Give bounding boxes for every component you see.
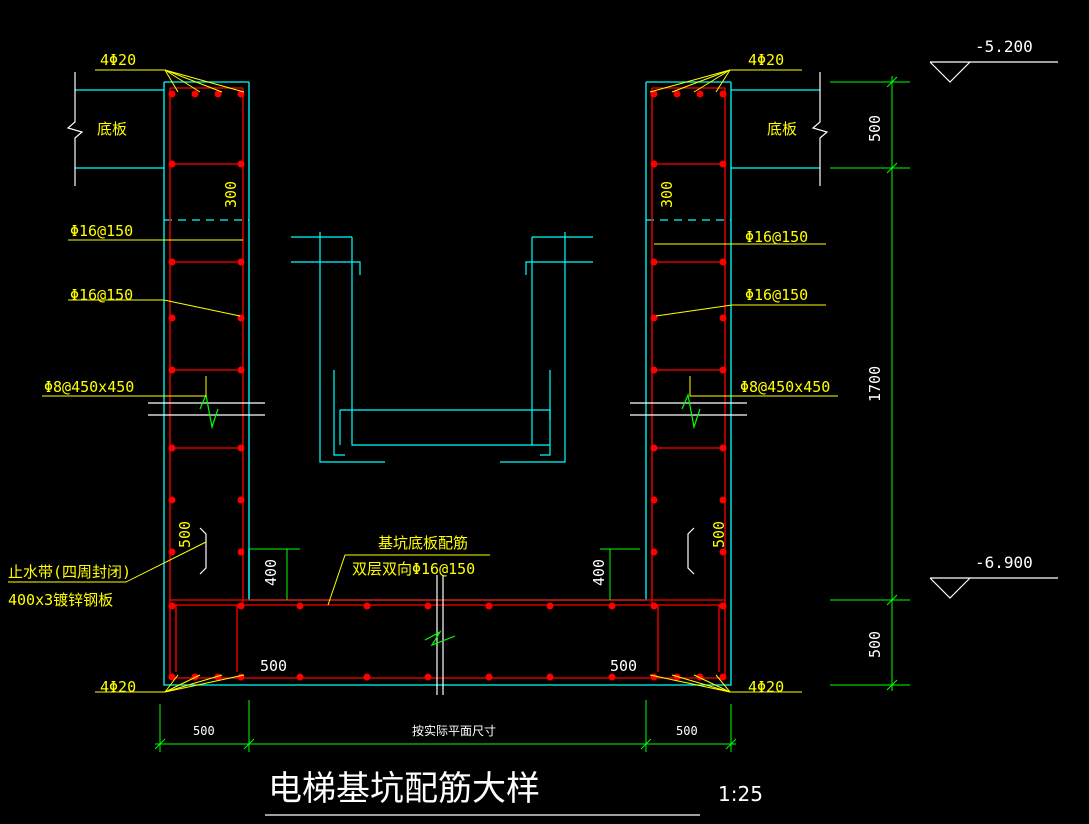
leader-top-right-bars <box>715 69 802 93</box>
wall-break-lines <box>148 402 747 695</box>
label-wall-bar-2-right: Φ16@150 <box>745 286 808 304</box>
leader-tie-left <box>42 376 207 397</box>
leader-waterstop <box>8 541 207 583</box>
label-wall-bar-1-right: Φ16@150 <box>745 228 808 246</box>
waterstop-marks <box>199 527 695 575</box>
label-bottom-left-bars: 4Φ20 <box>100 678 136 696</box>
rebar-dots <box>168 90 727 681</box>
label-dim-400-right: 400 <box>590 559 608 586</box>
label-dim-right-1700: 1700 <box>866 366 884 402</box>
label-dim-bottom-mid: 按实际平面尺寸 <box>412 723 496 738</box>
label-level-bottom: -6.900 <box>975 553 1033 572</box>
leader-base-bars <box>327 554 490 606</box>
label-dim-300-left: 300 <box>222 181 240 208</box>
label-dim-500-base-left: 500 <box>260 657 287 675</box>
label-dim-right-500-top: 500 <box>866 115 884 142</box>
left-slab-break <box>66 72 84 186</box>
drawing-scale: 1:25 <box>718 782 763 806</box>
label-dim-500-wall-left: 500 <box>176 521 194 548</box>
level-markers <box>929 61 1058 599</box>
drawing-title: 电梯基坑配筋大样 <box>268 769 540 809</box>
label-dim-right-500-bottom: 500 <box>866 631 884 658</box>
label-dim-500-wall-right: 500 <box>710 521 728 548</box>
label-dim-500-base-right: 500 <box>610 657 637 675</box>
leader-tie-right <box>689 376 838 397</box>
label-dim-300-right: 300 <box>658 181 676 208</box>
left-wall-outline <box>163 82 732 686</box>
rebar <box>169 87 726 679</box>
label-bottom-right-bars: 4Φ20 <box>748 678 784 696</box>
label-dim-bottom-right: 500 <box>676 724 698 738</box>
label-waterstop-line1: 止水带(四周封闭) <box>8 563 131 581</box>
slab-break-lines <box>66 72 829 186</box>
label-base-title: 基坑底板配筋 <box>378 534 468 552</box>
label-level-top: -5.200 <box>975 37 1033 56</box>
leaders <box>8 69 838 693</box>
label-base-bars: 双层双向Φ16@150 <box>352 560 475 578</box>
label-top-right-bars: 4Φ20 <box>748 51 784 69</box>
label-slab-left: 底板 <box>97 120 127 138</box>
label-wall-bar-1-left: Φ16@150 <box>70 222 133 240</box>
center-bar-detail <box>291 232 593 463</box>
break-zigzags <box>199 392 701 647</box>
label-waterstop-line2: 400x3镀锌钢板 <box>8 591 113 609</box>
label-wall-bar-2-left: Φ16@150 <box>70 286 133 304</box>
label-tie-left: Φ8@450x450 <box>44 378 134 396</box>
leader-top-left-bars <box>95 69 179 93</box>
concrete-outline <box>75 81 820 686</box>
label-dim-400-left: 400 <box>262 559 280 586</box>
label-dim-bottom-left: 500 <box>193 724 215 738</box>
right-slab-break <box>811 72 829 186</box>
label-top-left-bars: 4Φ20 <box>100 51 136 69</box>
leader-wall-bar-2-right <box>655 304 826 317</box>
label-tie-right: Φ8@450x450 <box>740 378 830 396</box>
leader-wall-bar-2-left <box>68 299 241 317</box>
dimensions <box>154 76 910 752</box>
label-slab-right: 底板 <box>767 120 797 138</box>
